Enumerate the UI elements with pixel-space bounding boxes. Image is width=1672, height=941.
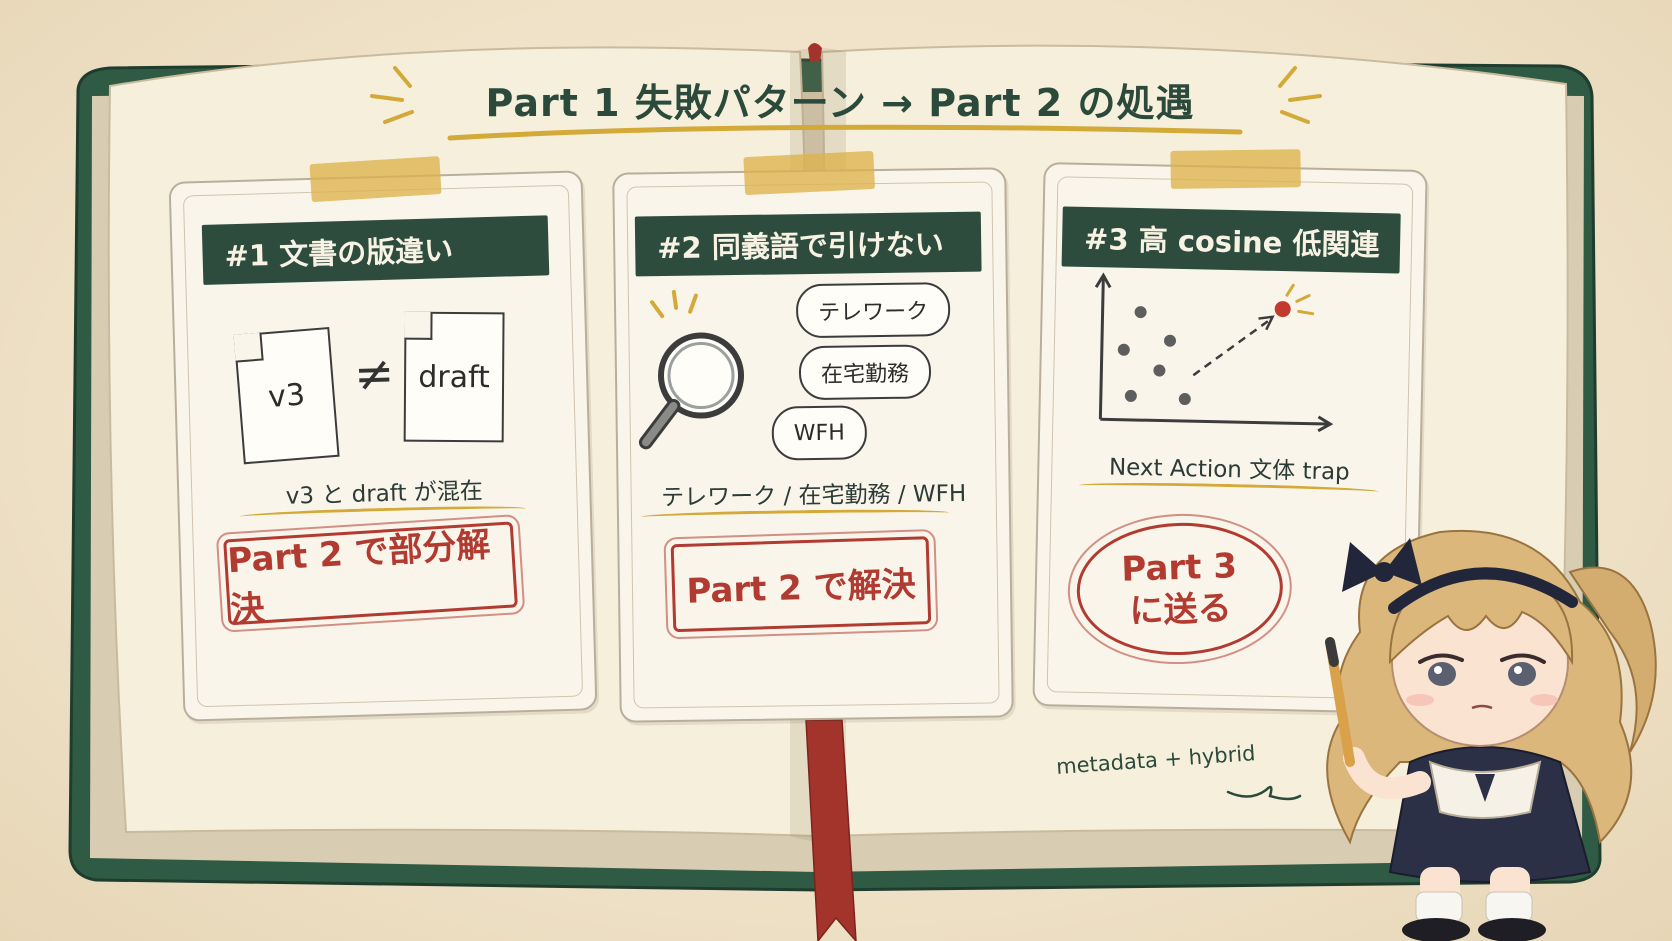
- magnifier-icon: [638, 289, 745, 450]
- synonym-bubble: 在宅勤務: [798, 344, 932, 401]
- doc-label: draft: [418, 359, 491, 395]
- card-synonym-miss: #2 同義語で引けない テレワーク 在宅勤務 WFH テレワーク / 在宅勤務 …: [612, 150, 1014, 723]
- stamp-line: に送る: [1128, 588, 1233, 632]
- card-header: #2 同義語で引けない: [634, 211, 982, 277]
- title-underline: [447, 124, 1243, 141]
- synonym-bubble: テレワーク: [795, 282, 951, 339]
- tape: [1170, 149, 1301, 189]
- not-equal-symbol: ≠: [353, 345, 395, 403]
- document-icon: v3: [233, 327, 340, 465]
- synonym-bubble: WFH: [771, 405, 868, 461]
- card-description: テレワーク / 在宅勤務 / WFH: [661, 480, 967, 512]
- card-header: #3 高 cosine 低関連: [1061, 206, 1401, 274]
- document-icon: draft: [403, 311, 505, 443]
- status-stamp: Part 2 で部分解決: [216, 512, 526, 634]
- tape: [743, 150, 876, 196]
- chibi-girl-illustration: [1325, 529, 1657, 941]
- scatter-plot-icon: [1094, 272, 1334, 433]
- stamp-line: Part 3: [1120, 545, 1238, 590]
- card-version-mismatch: #1 文書の版違い v3 ≠ draft v3 と draft が混在 Part…: [168, 156, 598, 722]
- card-high-cosine-low-relevance: #3 高 cosine 低関連 Next Action 文体 trap Part…: [1032, 149, 1428, 714]
- card-header: #1 文書の版違い: [201, 215, 550, 285]
- ribbon-top: [808, 43, 822, 62]
- page-title: Part 1 失敗パターン → Part 2 の処遇: [485, 80, 1195, 125]
- doc-label: v3: [266, 376, 307, 415]
- ribbon-bookmark: [805, 719, 857, 941]
- squiggle-arrow-icon: [1226, 785, 1302, 801]
- status-stamp: Part 2 で解決: [663, 528, 939, 640]
